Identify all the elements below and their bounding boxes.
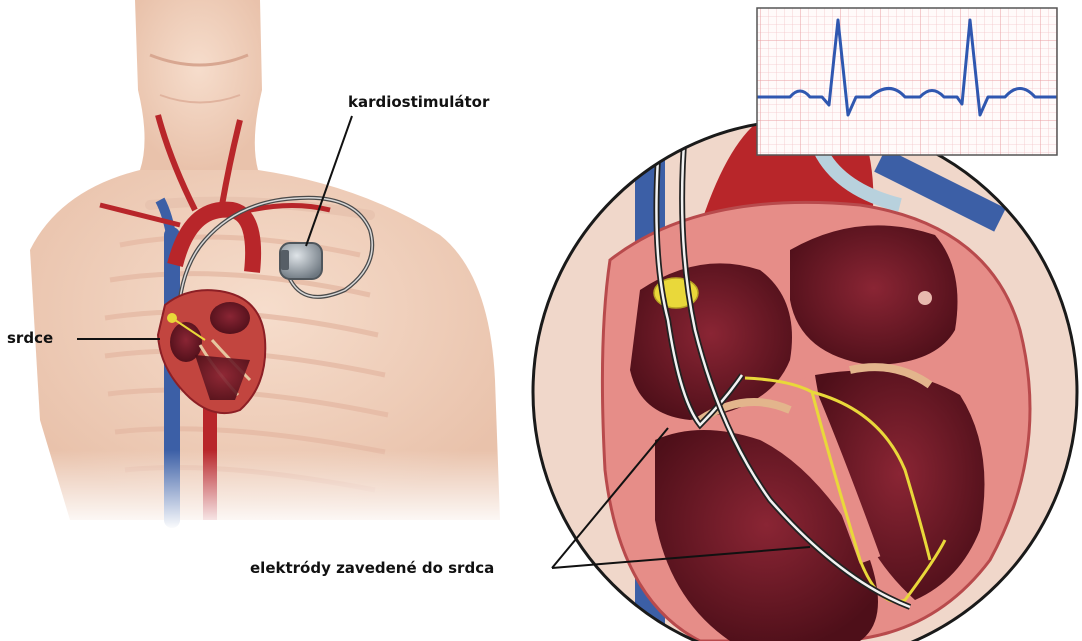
ecg-strip <box>757 8 1057 155</box>
pacemaker-label: kardiostimulátor <box>348 93 489 111</box>
heart-label: srdce <box>7 329 53 347</box>
electrodes-label: elektródy zavedené do srdca <box>250 559 494 577</box>
pacemaker-device <box>280 243 322 279</box>
torso-illustration <box>20 0 520 530</box>
